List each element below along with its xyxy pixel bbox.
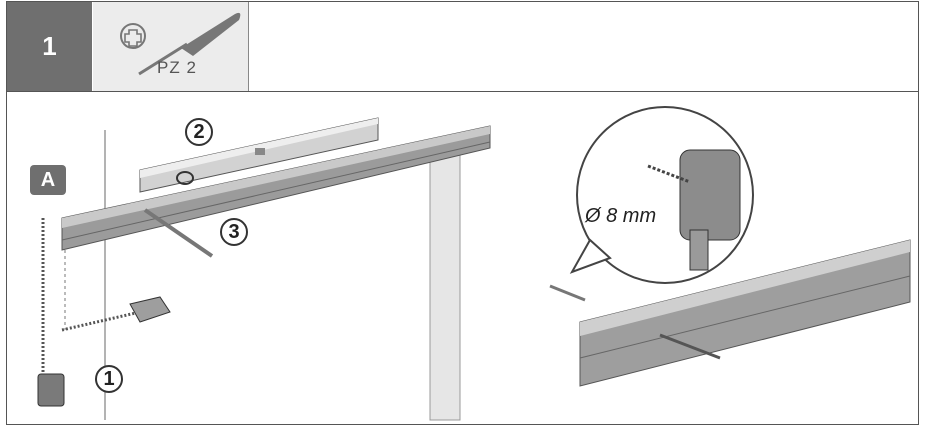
label-a: A (30, 165, 66, 195)
callout-2: 2 (185, 118, 213, 146)
drill-diameter-label: Ø 8 mm (585, 205, 657, 227)
step-number: 1 (7, 2, 92, 91)
phillips-screwdriver-icon (120, 12, 241, 76)
tool-size-label: PZ 2 (157, 58, 197, 77)
callout-3: 3 (220, 218, 248, 246)
step-header: 1 PZ 2 (7, 2, 918, 92)
tool-indicator: PZ 2 (93, 2, 249, 91)
callout-1: 1 (95, 365, 123, 393)
installation-illustration (37, 106, 911, 421)
